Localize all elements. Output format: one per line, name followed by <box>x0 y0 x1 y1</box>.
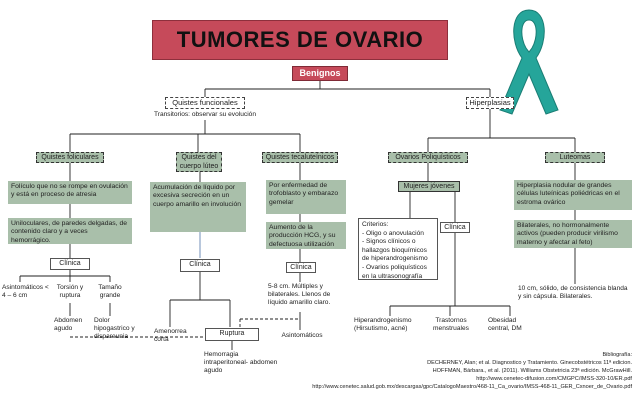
bibliography-ref-4: http://www.cenetec.salud.gob.mx/descarga… <box>312 384 632 390</box>
tecaluteinicos-causa: Por enfermedad de trofoblasto y embarazo… <box>266 180 346 214</box>
bibliography-ref-2: HOFFMAN, Bárbara., et al. (2011). Willia… <box>432 368 632 374</box>
hiperplasias-node: Hiperplasias <box>466 97 514 109</box>
poliquisticos-obesidad: Obesidad central, DM <box>488 317 522 333</box>
page-title: TUMORES DE OVARIO <box>176 27 424 52</box>
foliculares-description: Uniloculares, de paredes delgadas, de co… <box>8 218 132 244</box>
tecaluteinicos-tamano: 5-8 cm. Múltiples y bilaterales. Llenos … <box>268 283 331 307</box>
foliculares-definition: Folículo que no se rompe en ovulación y … <box>8 181 132 204</box>
quistes-cuerpo-luteo-node: Quistes del cuerpo lúteo <box>176 152 222 172</box>
poliquisticos-clinica: Clínica <box>440 222 470 233</box>
cuerpo-luteo-ruptura: Ruptura <box>205 328 259 341</box>
benignos-node: Benignos <box>292 66 348 81</box>
bibliography-label: Bibliografía: <box>602 352 632 358</box>
foliculares-torsion: Torsión y ruptura <box>56 284 84 300</box>
ovarios-poliquisticos-node: Ovarios Poliquísticos <box>388 152 468 163</box>
cuerpo-luteo-definition: Acumulación de líquido por excesiva secr… <box>150 182 246 232</box>
luteomas-tamano: 10 cm, sólido, de consistencia blanda y … <box>518 285 628 301</box>
awareness-ribbon-icon <box>499 9 559 115</box>
foliculares-tamano: Tamaño grande <box>98 284 122 300</box>
cuerpo-luteo-clinica: Clínica <box>180 259 220 272</box>
bibliography-ref-3: http://www.cenetec-difusion.com/CMGPC/IM… <box>476 376 632 382</box>
poliquisticos-trastornos: Trastornos menstruales <box>433 317 469 333</box>
bibliography-ref-1: DECHERNEY, Alan; et al. Diagnostico y Tr… <box>427 360 632 366</box>
foliculares-dolor: Dolor hipogastrico y dispareunia <box>94 317 135 341</box>
luteomas-definition: Hiperplasia nodular de grandes células l… <box>514 180 632 210</box>
cuerpo-luteo-hemorragia: Hemorragia intraperitoneal- abdomen agud… <box>204 351 278 375</box>
transitorios-note: Transitorios: observar su evolución <box>153 111 256 118</box>
title-banner <box>152 20 448 60</box>
tecaluteinicos-asintomaticos: Asintomáticos <box>281 332 323 339</box>
criterios-box: Criterios: - Oligo o anovulación - Signo… <box>358 218 438 280</box>
tecaluteinicos-clinica: Clínica <box>286 262 316 273</box>
poliquisticos-hiperandrogenismo: Hiperandrogenismo (Hirsutismo, acné) <box>354 317 412 333</box>
foliculares-clinica: Clínica <box>50 258 90 270</box>
foliculares-abdomen-agudo: Abdomen agudo <box>54 317 83 333</box>
quistes-tecaluteinicos-node: Quistes tecaluteínicos <box>262 152 338 163</box>
luteomas-node: Luteomas <box>545 152 605 163</box>
tecaluteinicos-hcg: Aumento de la producción HCG, y su defec… <box>266 222 346 249</box>
luteomas-bilaterales: Bilaterales, no hormonalmente activos (p… <box>514 220 632 248</box>
cuerpo-luteo-amenorrea: Amenorrea corta <box>154 328 187 344</box>
quistes-foliculares-node: Quistes foliculares <box>36 152 104 163</box>
quistes-funcionales-node: Quistes funcionales <box>165 97 245 109</box>
foliculares-asintomaticos: Asintomáticos < 4 – 6 cm <box>2 284 49 300</box>
mujeres-jovenes-node: Mujeres jóvenes <box>398 181 460 192</box>
